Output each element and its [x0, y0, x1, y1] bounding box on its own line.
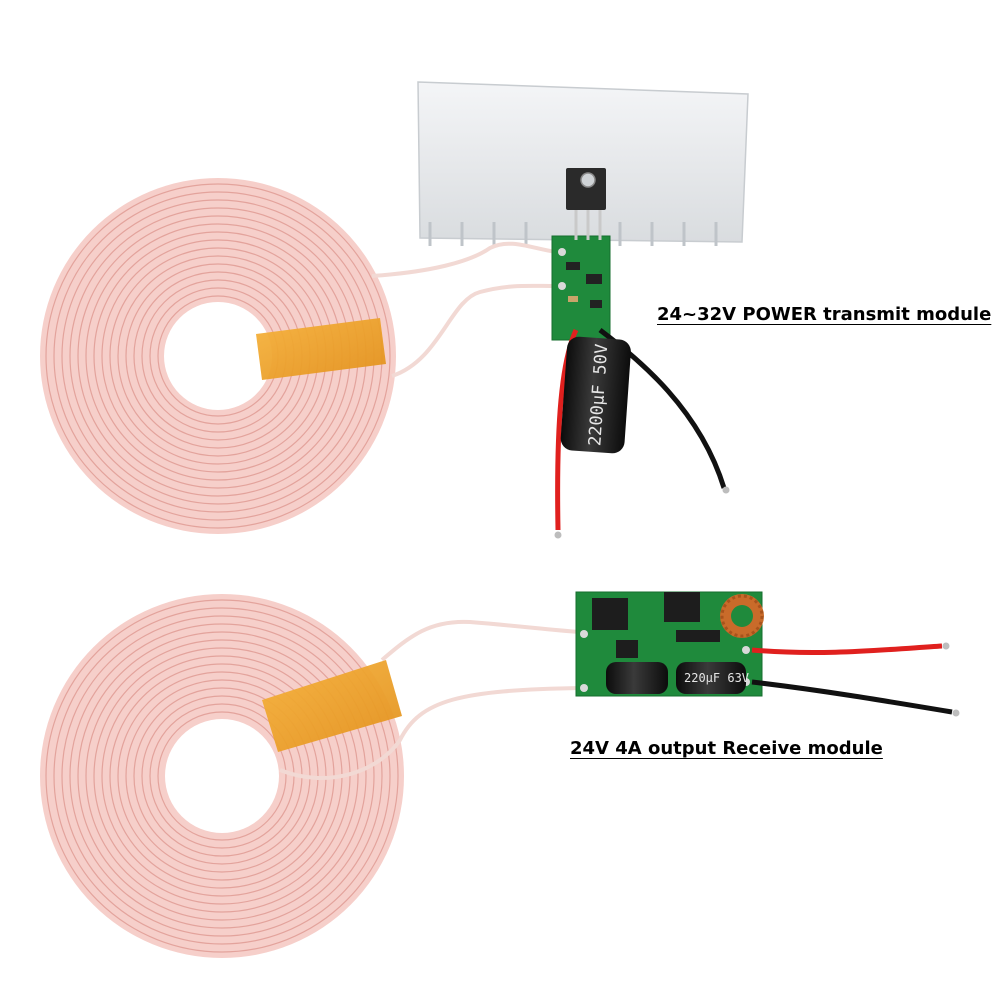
black-output-wire: [751, 679, 953, 715]
rx-capacitor-1: [606, 662, 668, 694]
receive-coil: [40, 594, 581, 958]
receive-module-caption: 24V 4A output Receive module: [570, 738, 883, 759]
power-transistor: [566, 168, 606, 210]
rx-capacitor-2: 220µF 63V: [676, 662, 749, 694]
aluminum-heatsink: [417, 81, 749, 246]
kapton-tape-rx: [262, 660, 402, 752]
transmit-coil: [40, 178, 557, 534]
red-output-wire: [751, 643, 943, 656]
mounting-screw-icon: [580, 172, 596, 188]
kapton-tape: [256, 318, 386, 380]
transmit-pcb: [551, 168, 611, 341]
tx-electrolytic-capacitor: 2200µF 50V: [560, 336, 631, 454]
rx-capacitor-label-1: 220µF 63V: [684, 671, 749, 685]
transmit-module-caption: 24~32V POWER transmit module: [657, 304, 992, 325]
